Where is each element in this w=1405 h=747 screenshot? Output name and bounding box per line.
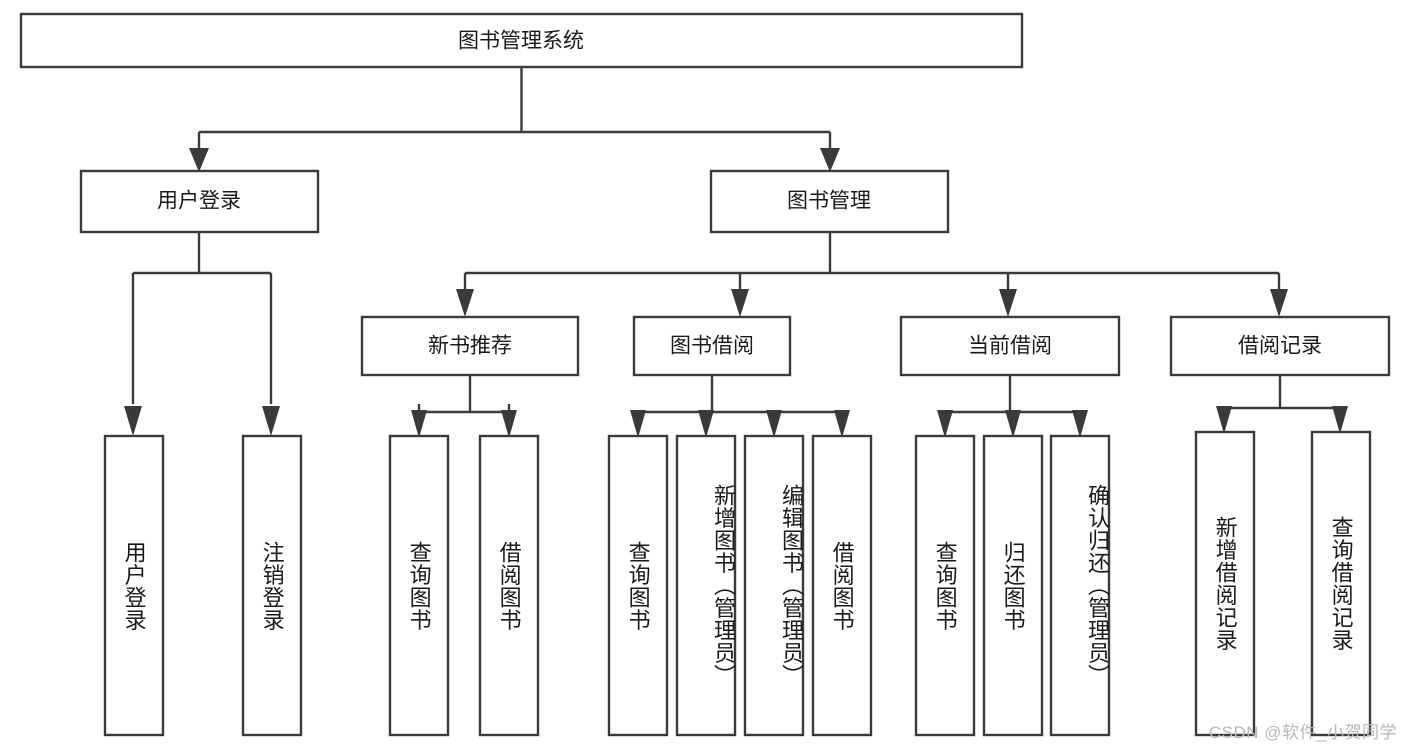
node-leaf-borrow-query-book[interactable] [607,434,669,737]
watermark: CSDN @软件_小贺同学 [1208,723,1397,742]
arrow-icon-new-leaf1 [411,410,427,438]
node-leaf-user-logout[interactable] [241,434,303,737]
node-leaf-borrow-add-book[interactable] [675,434,737,737]
node-leaf-current-query-book[interactable] [914,434,976,737]
arrow-icon-to-book-mgmt [820,148,840,172]
node-leaf-new-borrow-book[interactable] [478,434,540,737]
node-leaf-current-return-book[interactable] [982,434,1044,737]
node-user-login[interactable] [79,169,320,234]
arrow-icon-borrow-leaf2 [698,410,714,438]
node-borrow-record[interactable] [1169,315,1391,377]
node-book-management-label: 图书管理 [787,190,871,213]
arrow-icon-current-leaf2 [1005,410,1021,438]
arrow-icon-to-user-login [189,148,209,172]
arrow-icon-borrow-leaf4 [834,410,850,438]
node-leaf-current-confirm-return[interactable] [1049,434,1111,737]
node-leaf-borrow-edit-book[interactable] [743,434,805,737]
node-book-borrow-label: 图书借阅 [670,335,754,358]
arrow-icon-to-book-borrow [731,289,749,317]
arrow-icon-user-leaf2 [262,406,280,436]
node-leaf-record-query[interactable] [1310,430,1372,737]
node-current-borrow[interactable] [899,315,1121,377]
node-leaf-new-query-book[interactable] [388,434,450,737]
node-box-group: 图书管理系统 用户登录 图书管理 新书推荐 图书借阅 当前借阅 借阅记录 [19,12,1391,737]
arrow-icon-borrow-leaf3 [766,410,782,438]
arrow-icon-current-leaf1 [937,410,953,438]
node-root-label: 图书管理系统 [458,30,584,53]
arrow-icon-to-current-borrow [999,289,1017,317]
node-leaf-user-login[interactable] [103,434,165,737]
node-new-book-recommend[interactable] [360,315,580,377]
arrow-icon-record-leaf2 [1332,406,1348,434]
arrow-icon-record-leaf1 [1216,406,1232,434]
node-leaf-borrow-borrow-book[interactable] [811,434,873,737]
arrow-icon-user-leaf1 [124,406,142,436]
arrow-icon-to-new-books [456,289,474,317]
arrow-icon-borrow-leaf1 [630,410,646,438]
node-root[interactable] [19,12,1024,69]
node-borrow-record-label: 借阅记录 [1238,335,1322,358]
node-book-management[interactable] [709,169,950,234]
arrowhead-group [124,148,1348,438]
node-book-borrow[interactable] [632,315,792,377]
node-user-login-label: 用户登录 [157,190,241,213]
arrow-icon-to-borrow-record [1270,289,1288,317]
arrow-icon-new-leaf2 [501,410,517,438]
node-current-borrow-label: 当前借阅 [968,335,1052,358]
node-new-book-recommend-label: 新书推荐 [428,335,512,358]
arrow-icon-current-leaf3 [1072,410,1088,438]
node-leaf-record-add[interactable] [1194,430,1256,737]
